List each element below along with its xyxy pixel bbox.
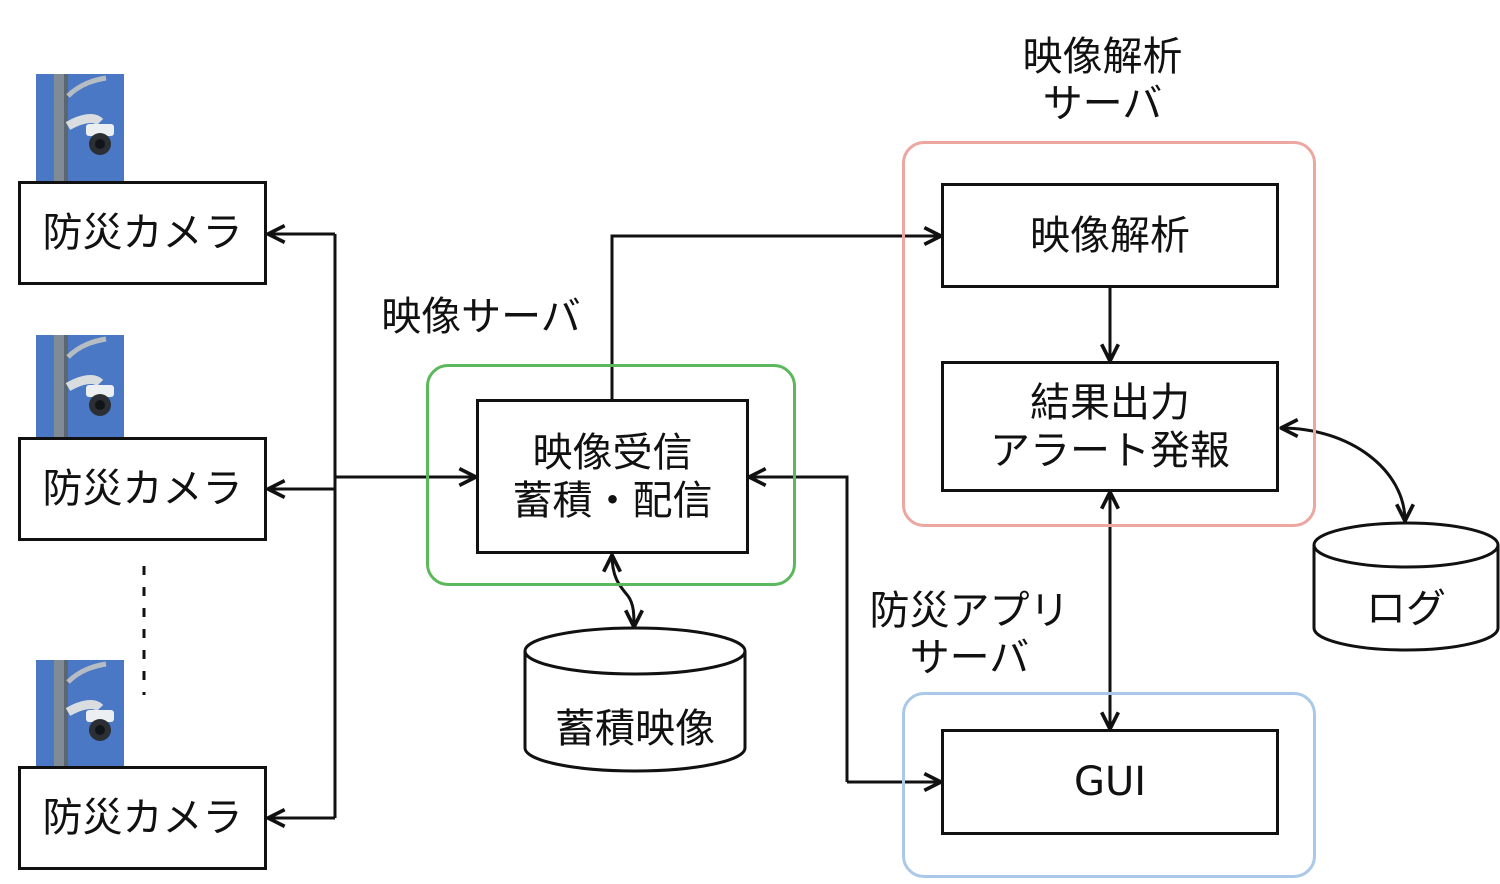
surveillance-camera-icon [36, 74, 124, 196]
app-title-line-2: サーバ [909, 635, 1030, 682]
surveillance-camera-icon [36, 335, 124, 457]
gui-box: GUI [941, 729, 1279, 835]
result-line-2: アラート発報 [990, 427, 1230, 474]
storage-label: 蓄積映像 [555, 706, 715, 752]
camera-label: 防災カメラ [42, 210, 243, 256]
video-receive-process-box: 映像受信 蓄積・配信 [476, 399, 749, 554]
log-cylinder [1312, 521, 1500, 652]
camera-box: 防災カメラ [18, 766, 267, 870]
arrow-result-log-bidirectional [1281, 428, 1405, 521]
analysis-title-line-2: サーバ [1042, 81, 1163, 128]
arrow-gui-to-video [749, 477, 849, 782]
analysis-label: 映像解析 [1030, 212, 1190, 259]
camera-label: 防災カメラ [42, 466, 243, 512]
analysis-server-group [902, 141, 1316, 527]
result-output-box: 結果出力 アラート発報 [941, 361, 1279, 492]
gui-label: GUI [1073, 759, 1147, 805]
camera-box: 防災カメラ [18, 181, 267, 285]
video-server-title: 映像サーバ [381, 294, 581, 340]
storage-cylinder [523, 626, 747, 773]
log-label: ログ [1366, 586, 1446, 632]
camera-label: 防災カメラ [42, 795, 243, 841]
arrow-video-storage-bidirectional [612, 555, 634, 627]
video-analysis-box: 映像解析 [941, 183, 1279, 288]
analysis-server-title: 映像解析 サーバ [1000, 34, 1205, 128]
video-process-line-2: 蓄積・配信 [512, 477, 713, 524]
camera-box: 防災カメラ [18, 437, 267, 541]
app-server-title: 防災アプリ サーバ [862, 588, 1077, 682]
analysis-title-line-1: 映像解析 [1022, 34, 1183, 80]
surveillance-camera-icon [36, 660, 124, 782]
video-server-group [426, 364, 796, 586]
arrow-video-to-analysis [610, 236, 941, 399]
video-process-line-1: 映像受信 [532, 429, 693, 476]
result-line-1: 結果出力 [1030, 379, 1190, 426]
app-server-group [902, 692, 1316, 878]
app-title-line-1: 防災アプリ [869, 588, 1070, 634]
